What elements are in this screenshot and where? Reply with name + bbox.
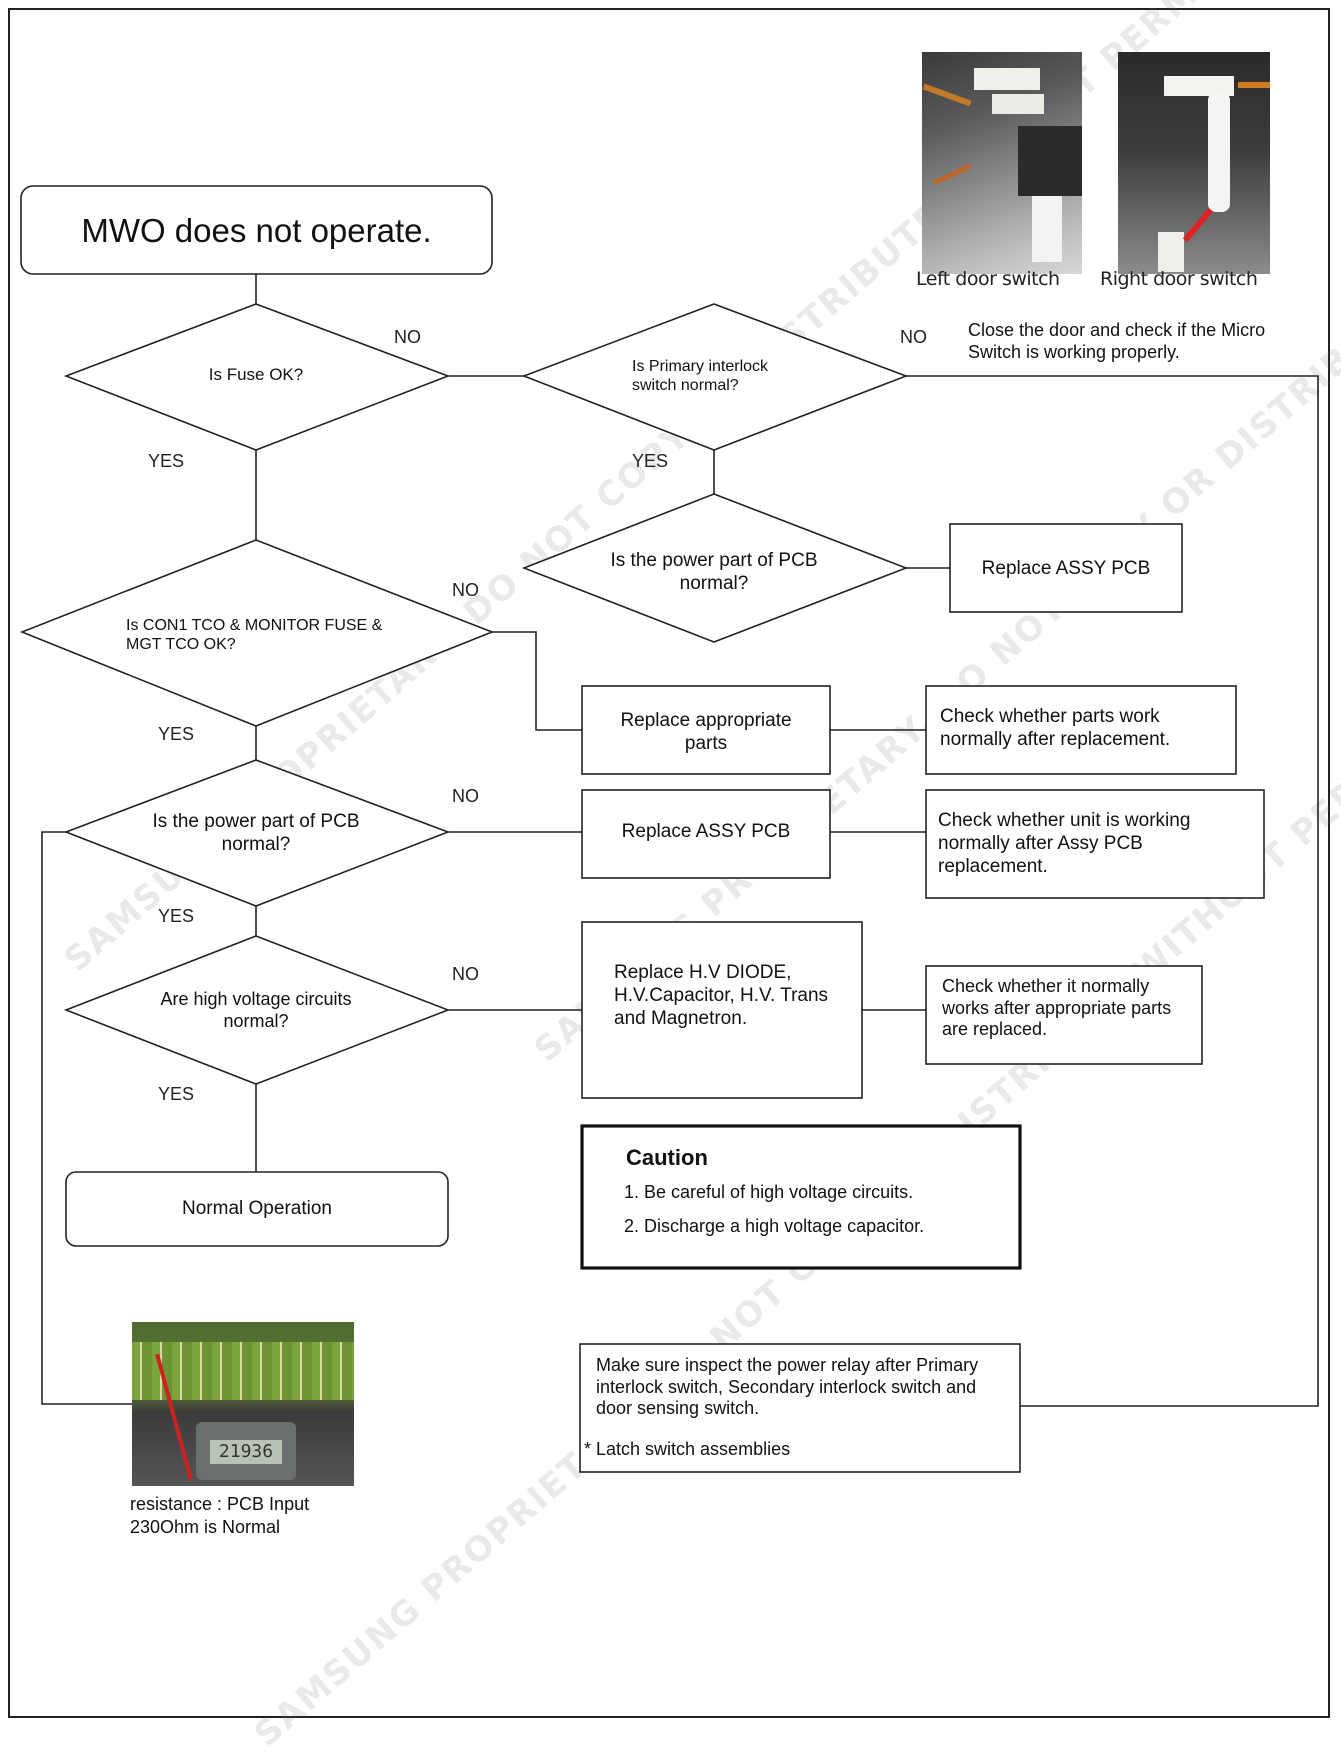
check-unit: Check whether unit is working normally a… [938, 810, 1191, 877]
door-note: Close the door and check if the Micro Sw… [968, 320, 1266, 362]
yes-label: YES [148, 451, 185, 471]
yes-label: YES [158, 724, 195, 744]
normal-op-box [65, 1171, 449, 1247]
page-frame [8, 8, 1330, 1718]
replace-hv: Replace H.V DIODE, H.V.Capacitor, H.V. T… [614, 962, 829, 1029]
connector [492, 631, 582, 731]
relay-note: Make sure inspect the power relay after … [596, 1355, 979, 1419]
check-hv: Check whether it normally works after ap… [942, 976, 1172, 1040]
replace-hv-box [581, 921, 863, 1099]
connector [41, 831, 132, 1405]
no-label: NO [452, 964, 479, 984]
start-label: MWO does not operate. [81, 212, 432, 249]
replace-parts: Replace appropriate parts [620, 710, 792, 754]
yes-label: YES [158, 906, 195, 926]
relay-note-box [579, 1343, 1021, 1473]
replace-parts-box [581, 685, 831, 775]
caution-item: 2. Discharge a high voltage capacitor. [624, 1216, 925, 1236]
check-unit-box [925, 789, 1265, 899]
replace-pcb-top-box [949, 523, 1183, 613]
decision-fuse: Is Fuse OK? [208, 365, 304, 384]
right-door-switch-caption: Right door switch [1100, 268, 1258, 290]
check-parts: Check whether parts work normally after … [940, 706, 1171, 750]
no-label: NO [394, 327, 421, 347]
caution-title: Caution [626, 1145, 708, 1170]
check-parts-box [925, 685, 1237, 775]
no-label: NO [452, 786, 479, 806]
no-label: NO [900, 327, 927, 347]
no-label: NO [452, 580, 479, 600]
pcb-caption-line1: resistance : PCB Input [130, 1494, 310, 1514]
replace-pcb-box [581, 789, 831, 879]
normal-operation: Normal Operation [182, 1198, 332, 1219]
pcb-resistance-photo: 21936 [132, 1322, 354, 1486]
check-hv-box [925, 965, 1203, 1065]
decision-hv: Are high voltage circuits normal? [160, 989, 352, 1031]
decision-power-top-shape [521, 493, 909, 643]
decision-power: Is the power part of PCB normal? [152, 811, 360, 855]
replace-pcb-top: Replace ASSY PCB [981, 558, 1151, 579]
decision-power-top: Is the power part of PCB normal? [610, 550, 818, 594]
meter-reading: 21936 [210, 1440, 282, 1464]
connector [906, 375, 1319, 1407]
yes-label: YES [632, 451, 669, 471]
right-door-switch-photo [1118, 52, 1270, 274]
left-door-switch-photo [922, 52, 1082, 274]
pcb-caption-line2: 230Ohm is Normal [130, 1517, 281, 1537]
yes-label: YES [158, 1084, 195, 1104]
decision-con1: Is CON1 TCO & MONITOR FUSE & MGT TCO OK? [126, 617, 383, 654]
replace-pcb: Replace ASSY PCB [621, 821, 791, 842]
caution-box-border [580, 1124, 1022, 1270]
left-door-switch-caption: Left door switch [916, 268, 1060, 290]
caution-item: 1. Be careful of high voltage circuits. [624, 1182, 914, 1202]
decision-primary: Is Primary interlock switch normal? [632, 358, 769, 395]
relay-footnote: * Latch switch assemblies [584, 1439, 791, 1459]
